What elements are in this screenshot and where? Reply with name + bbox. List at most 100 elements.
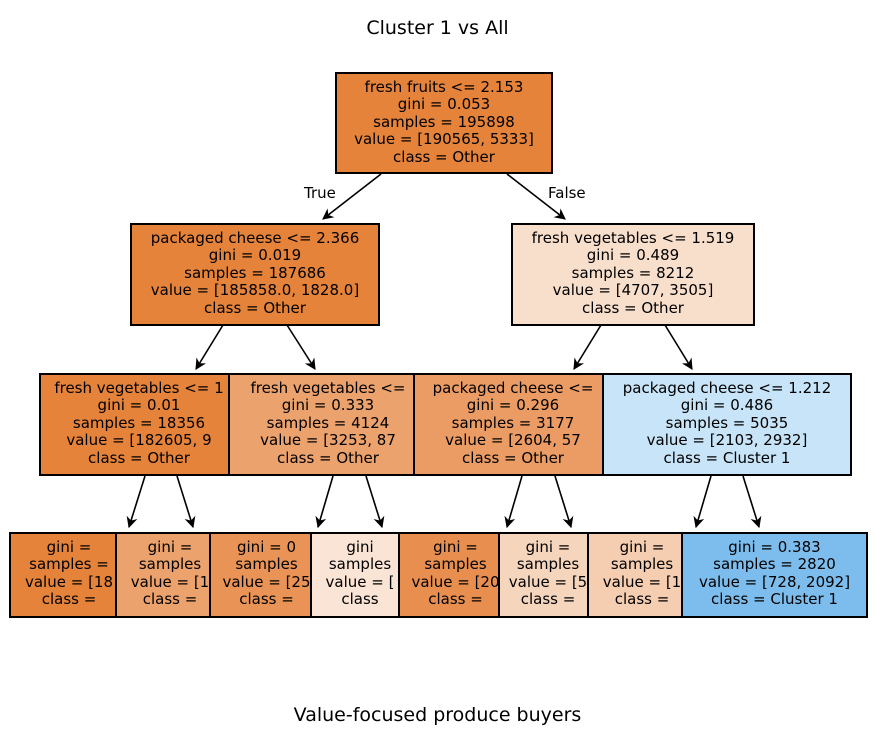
- edge-a-2: [176, 475, 196, 529]
- edge-l1right-d: [664, 324, 693, 370]
- node-split-label: fresh vegetables <=: [250, 379, 406, 397]
- node-samples: samples = 3177: [451, 413, 575, 432]
- node-gini: gini = 0.019: [208, 246, 302, 265]
- tree-leaf-5: gini = samples value = [20 class =: [398, 532, 513, 618]
- tree-leaf-1: gini = samples = value = [18 class =: [9, 532, 129, 618]
- node-samples: samples: [610, 555, 674, 574]
- node-samples: samples: [138, 555, 202, 574]
- edge-root-left: [322, 173, 382, 220]
- tree-leaf-6: gini = samples value = [5 class =: [498, 532, 598, 618]
- edge-l1right-c: [573, 324, 602, 370]
- node-samples: samples =: [29, 555, 109, 574]
- edge-b-3: [315, 475, 334, 529]
- tree-node-l1-left: packaged cheese <= 2.366 gini = 0.019 sa…: [130, 223, 380, 326]
- node-samples: samples = 2820: [713, 555, 836, 574]
- node-class: class =: [614, 590, 670, 609]
- node-samples: samples: [516, 555, 580, 574]
- edge-a-1: [126, 475, 146, 529]
- tree-node-root: fresh fruits <= 2.153 gini = 0.053 sampl…: [335, 72, 553, 174]
- tree-leaf-8: gini = 0.383 samples = 2820 value = [728…: [681, 532, 868, 618]
- tree-node-l1-right: fresh vegetables <= 1.519 gini = 0.489 s…: [511, 223, 755, 326]
- node-class: class = Other: [393, 147, 495, 166]
- node-samples: samples = 5035: [665, 413, 789, 432]
- node-samples: samples = 187686: [184, 263, 326, 282]
- edge-d-8: [742, 475, 762, 529]
- tree-node-l2-c: packaged cheese <= gini = 0.296 samples …: [413, 373, 613, 476]
- node-value: value = [2604, 57: [445, 431, 581, 450]
- edge-d-7: [693, 475, 712, 529]
- node-value: value = [3253, 87: [260, 431, 396, 450]
- node-split-label: packaged cheese <=: [432, 379, 594, 397]
- edge-l1left-b: [286, 324, 316, 370]
- tree-node-l2-d: packaged cheese <= 1.212 gini = 0.486 sa…: [602, 373, 852, 476]
- node-class: class = Cluster 1: [711, 590, 838, 609]
- node-gini: gini = 0.01: [97, 396, 181, 415]
- node-gini: gini =: [147, 538, 193, 556]
- edge-c-6: [554, 475, 574, 529]
- node-class: class = Cluster 1: [663, 448, 791, 467]
- node-class: class =: [428, 590, 483, 609]
- node-value: value = [4707, 3505]: [552, 281, 714, 300]
- node-class: class = Other: [88, 448, 190, 467]
- node-split-label: fresh vegetables <= 1: [54, 379, 224, 397]
- node-class: class =: [142, 590, 198, 609]
- node-value: value = [190565, 5333]: [354, 130, 534, 149]
- tree-leaf-2: gini = samples value = [1 class =: [115, 532, 225, 618]
- tree-node-l2-b: fresh vegetables <= gini = 0.333 samples…: [228, 373, 428, 476]
- node-value: value = [1: [602, 572, 682, 591]
- node-samples: samples = 8212: [571, 263, 695, 282]
- tree-leaf-4: gini samples value = [ class: [310, 532, 410, 618]
- chart-title: Cluster 1 vs All: [366, 17, 509, 39]
- node-value: value = [1: [130, 572, 210, 591]
- node-samples: samples = 195898: [373, 112, 515, 131]
- node-samples: samples: [235, 555, 298, 574]
- figure-caption: Value-focused produce buyers: [293, 704, 582, 726]
- node-class: class: [341, 590, 379, 609]
- node-class: class =: [520, 590, 576, 609]
- node-class: class = Other: [204, 298, 306, 317]
- node-class: class = Other: [462, 448, 564, 467]
- node-gini: gini =: [619, 538, 665, 556]
- node-class: class =: [41, 590, 97, 609]
- edge-l1left-a: [195, 324, 224, 370]
- node-gini: gini = 0: [236, 538, 297, 556]
- node-gini: gini = 0.486: [680, 396, 774, 415]
- node-value: value = [18: [24, 572, 114, 591]
- node-value: value = [2103, 2932]: [646, 431, 808, 450]
- node-value: value = [: [325, 572, 395, 591]
- edge-c-5: [504, 475, 523, 529]
- tree-leaf-3: gini = 0 samples value = [25 class =: [209, 532, 324, 618]
- node-gini: gini =: [525, 538, 571, 556]
- node-split-label: packaged cheese <= 1.212: [622, 379, 832, 397]
- node-gini: gini = 0.333: [281, 396, 375, 415]
- node-value: value = [728, 2092]: [698, 572, 851, 591]
- node-samples: samples = 18356: [72, 413, 206, 432]
- node-value: value = [185858.0, 1828.0]: [150, 281, 360, 300]
- node-samples: samples: [328, 555, 392, 574]
- node-gini: gini = 0.053: [397, 95, 491, 114]
- node-split-label: fresh vegetables <= 1.519: [531, 229, 735, 247]
- node-gini: gini = 0.383: [728, 538, 821, 556]
- node-value: value = [20: [411, 572, 500, 591]
- node-class: class = Other: [277, 448, 379, 467]
- node-samples: samples: [424, 555, 487, 574]
- node-split-label: fresh fruits <= 2.153: [364, 78, 524, 96]
- edge-root-right: [506, 173, 566, 220]
- node-value: value = [5: [508, 572, 588, 591]
- node-gini: gini =: [433, 538, 478, 556]
- node-samples: samples = 4124: [266, 413, 390, 432]
- node-class: class =: [239, 590, 294, 609]
- edge-label-false: False: [548, 184, 586, 202]
- tree-node-l2-a: fresh vegetables <= 1 gini = 0.01 sample…: [39, 373, 239, 476]
- node-split-label: packaged cheese <= 2.366: [150, 229, 360, 247]
- node-gini: gini =: [46, 538, 92, 556]
- node-gini: gini: [346, 538, 374, 556]
- node-gini: gini = 0.489: [586, 246, 680, 265]
- edge-b-4: [365, 475, 385, 529]
- node-gini: gini = 0.296: [466, 396, 560, 415]
- node-value: value = [182605, 9: [66, 431, 212, 450]
- node-value: value = [25: [222, 572, 311, 591]
- node-class: class = Other: [582, 298, 684, 317]
- edge-label-true: True: [304, 184, 336, 202]
